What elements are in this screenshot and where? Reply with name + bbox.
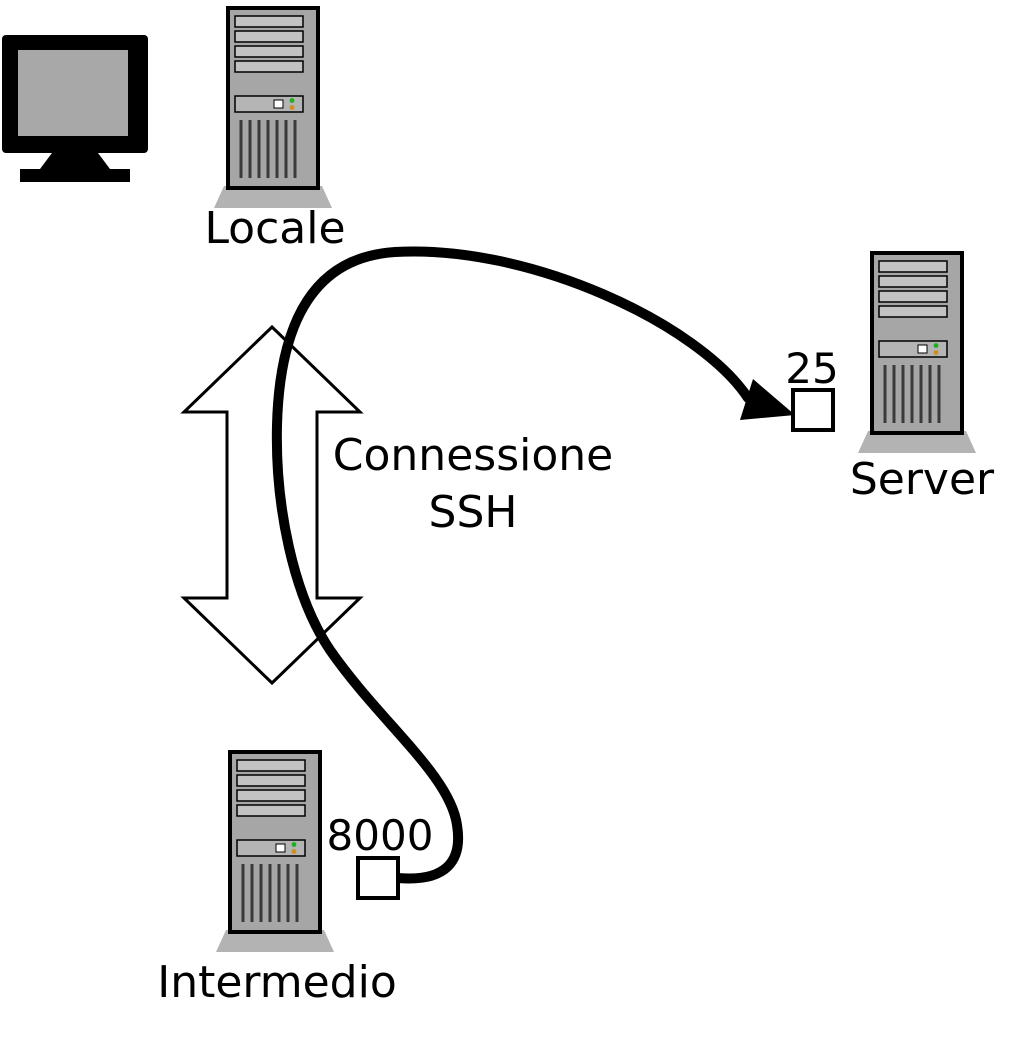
tunnel-connection-arrow — [271, 246, 795, 884]
intermedio-port-label: 8000 — [327, 811, 434, 860]
server-computer-icon — [856, 251, 978, 455]
server-port-box — [791, 388, 835, 432]
ssh-connection-label-line1: Connessione — [333, 430, 613, 481]
arrowhead — [740, 379, 795, 420]
locale-computer-icon — [212, 6, 334, 210]
server-label: Server — [850, 454, 995, 505]
ssh-bidirectional-arrow-icon — [180, 324, 364, 686]
ssh-connection-label-line2: SSH — [429, 487, 518, 538]
intermedio-computer-icon — [214, 750, 336, 954]
server-port-label: 25 — [785, 344, 838, 393]
intermedio-port-box — [356, 856, 400, 900]
intermedio-label: Intermedio — [157, 957, 397, 1008]
monitor-icon — [2, 35, 148, 182]
locale-label: Locale — [204, 203, 345, 254]
